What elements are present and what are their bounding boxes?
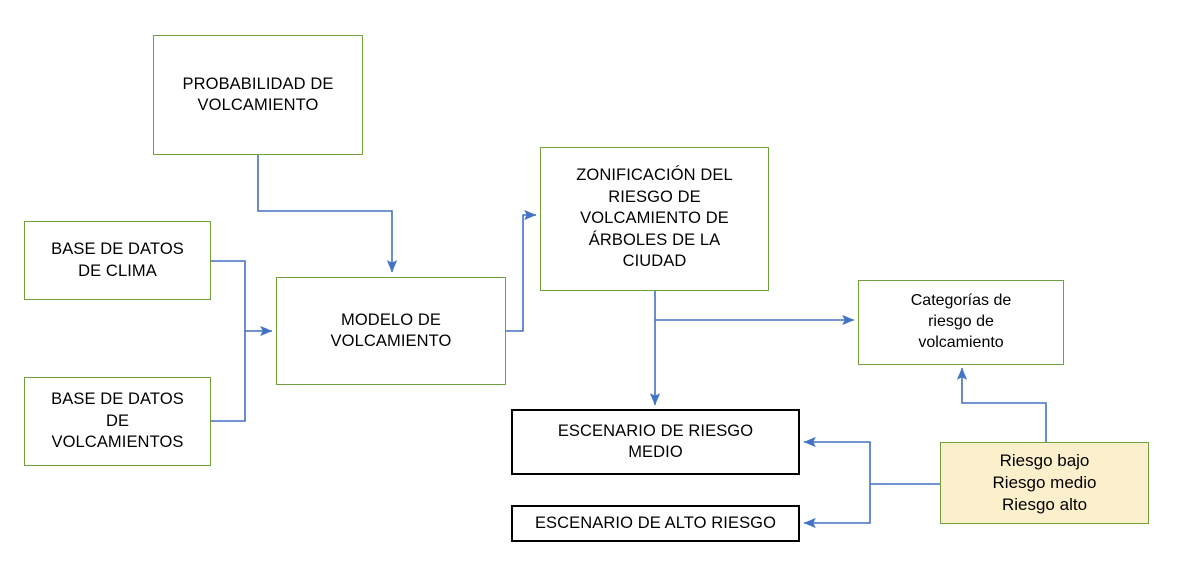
node-label: PROBABILIDAD DE VOLCAMIENTO: [182, 74, 334, 114]
node-label: Categorías de riesgo de volcamiento: [910, 292, 1012, 351]
connector-modelo-to-zonificacion: [506, 209, 537, 332]
node-base-de-datos-de-clima[interactable]: BASE DE DATOS DE CLIMA: [24, 221, 211, 300]
node-zonificacion-riesgo-volcamiento[interactable]: ZONIFICACIÓN DEL RIESGO DE VOLCAMIENTO D…: [540, 147, 769, 291]
node-label: ZONIFICACIÓN DEL RIESGO DE VOLCAMIENTO D…: [576, 166, 733, 271]
node-leyenda-niveles-de-riesgo[interactable]: Riesgo bajo Riesgo medio Riesgo alto: [940, 442, 1149, 524]
node-label: ESCENARIO DE ALTO RIESGO: [534, 513, 777, 532]
connector-leyenda-to-categorias: [956, 367, 1047, 442]
connector-leyenda-to-escenario-alto: [803, 484, 871, 529]
connector-base-volcamientos-to-modelo: [211, 331, 246, 422]
connector-probabilidad-to-modelo: [257, 155, 398, 273]
node-label: ESCENARIO DE RIESGO MEDIO: [557, 421, 754, 461]
node-label: BASE DE DATOS DE CLIMA: [51, 240, 184, 280]
node-modelo-de-volcamiento[interactable]: MODELO DE VOLCAMIENTO: [276, 277, 506, 385]
node-escenario-de-alto-riesgo[interactable]: ESCENARIO DE ALTO RIESGO: [511, 505, 800, 542]
node-base-de-datos-de-volcamientos[interactable]: BASE DE DATOS DE VOLCAMIENTOS: [24, 377, 211, 466]
connector-base-clima-to-modelo: [211, 260, 246, 331]
node-label: MODELO DE VOLCAMIENTO: [330, 310, 452, 350]
node-label: Riesgo bajo Riesgo medio Riesgo alto: [992, 450, 1097, 515]
connector-leyenda-to-escenario-medio: [803, 436, 871, 484]
node-categorias-de-riesgo-de-volcamiento[interactable]: Categorías de riesgo de volcamiento: [858, 280, 1064, 365]
node-label: BASE DE DATOS DE VOLCAMIENTOS: [51, 390, 184, 452]
node-probabilidad-de-volcamiento[interactable]: PROBABILIDAD DE VOLCAMIENTO: [153, 35, 363, 155]
node-escenario-de-riesgo-medio[interactable]: ESCENARIO DE RIESGO MEDIO: [511, 409, 800, 475]
